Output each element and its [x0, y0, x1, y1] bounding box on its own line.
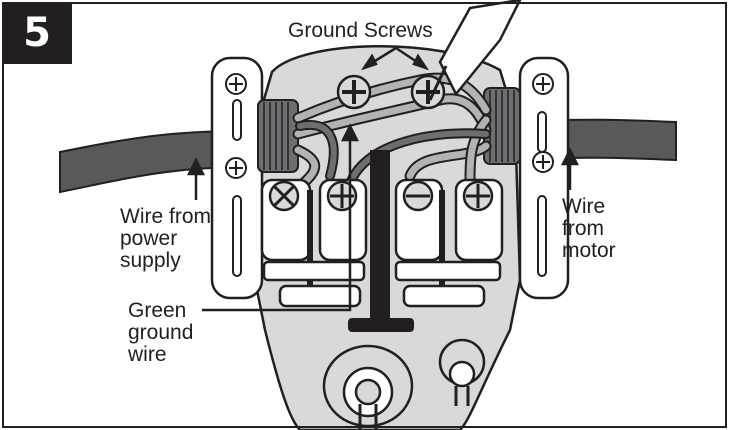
ground-screws-label: Ground Screws	[288, 19, 433, 42]
center-post	[370, 150, 390, 320]
step-number-badge: 5	[2, 2, 72, 64]
terminal-blocks	[260, 178, 504, 308]
callout-arrows	[186, 46, 580, 312]
screwdriver-icon	[428, 0, 522, 101]
right-bracket	[518, 56, 570, 300]
left-cable-gland	[257, 99, 299, 173]
wire-motor-label: Wire from motor	[562, 195, 616, 262]
right-cable-gland	[483, 87, 521, 165]
wire-power-supply-label: Wire from power supply	[120, 205, 211, 272]
pressure-fittings	[322, 338, 486, 430]
green-ground-wire-label: Green ground wire	[128, 299, 194, 366]
bracket-screws	[225, 73, 554, 179]
